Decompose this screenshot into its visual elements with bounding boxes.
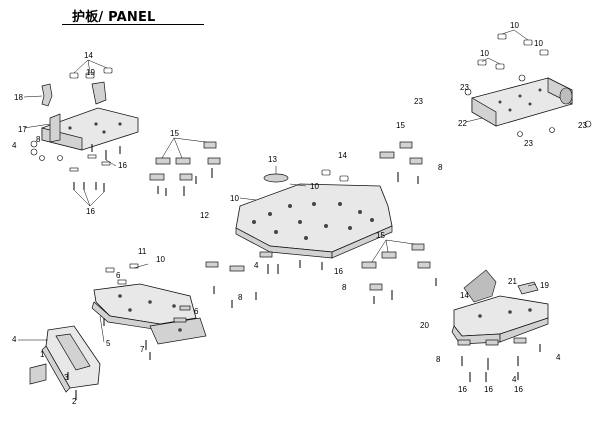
callout-4: 4 <box>512 375 517 384</box>
callout-14: 14 <box>460 291 469 300</box>
callout-10: 10 <box>310 182 319 191</box>
callout-14: 14 <box>84 51 93 60</box>
callout-10: 10 <box>534 39 543 48</box>
callout-2: 2 <box>72 397 77 406</box>
callout-13: 13 <box>268 155 277 164</box>
callout-3: 3 <box>64 373 69 382</box>
callout-10: 10 <box>510 21 519 30</box>
callout-21: 21 <box>508 277 517 286</box>
callout-16: 16 <box>86 207 95 216</box>
callout-16: 16 <box>484 385 493 394</box>
callout-4: 4 <box>556 353 561 362</box>
callout-labels: 14 19 18 17 4 8 16 16 15 12 13 14 10 10 … <box>12 21 587 406</box>
assembly-rear-rack <box>464 29 592 137</box>
assembly-brackets-15 <box>149 137 221 196</box>
callout-23: 23 <box>524 139 533 148</box>
assembly-front-bracket <box>23 59 139 207</box>
assembly-front-guard <box>18 263 207 400</box>
callout-12: 12 <box>200 211 209 220</box>
callout-16: 16 <box>334 267 343 276</box>
callout-16: 16 <box>514 385 523 394</box>
callout-15: 15 <box>396 121 405 130</box>
callout-4: 4 <box>254 261 259 270</box>
callout-1: 1 <box>40 350 45 359</box>
callout-19: 19 <box>86 68 95 77</box>
callout-20: 20 <box>420 321 429 330</box>
callout-4: 4 <box>12 141 17 150</box>
callout-10: 10 <box>230 194 239 203</box>
callout-4: 4 <box>12 335 17 344</box>
title-underline <box>62 24 204 25</box>
callout-19: 19 <box>540 281 549 290</box>
callout-22: 22 <box>458 119 467 128</box>
callout-23: 23 <box>414 97 423 106</box>
callout-7: 7 <box>140 345 145 354</box>
callout-23: 23 <box>578 121 587 130</box>
callout-10: 10 <box>480 49 489 58</box>
callout-15: 15 <box>376 231 385 240</box>
callout-17: 17 <box>18 125 27 134</box>
callout-15: 15 <box>170 129 179 138</box>
callout-16: 16 <box>118 161 127 170</box>
diagram-title: 护板/ PANEL <box>72 10 156 25</box>
assembly-hardware-center <box>205 251 323 308</box>
callout-8: 8 <box>36 135 41 144</box>
callout-5: 5 <box>106 339 111 348</box>
callout-8: 8 <box>342 283 347 292</box>
callout-10: 10 <box>156 255 165 264</box>
callout-18: 18 <box>14 93 23 102</box>
callout-16: 16 <box>458 385 467 394</box>
assembly-skid-plate <box>235 166 393 259</box>
callout-11: 11 <box>138 247 147 256</box>
assembly-rear-guard <box>451 269 549 382</box>
assembly-brackets-15-right <box>361 141 437 304</box>
callout-23: 23 <box>460 83 469 92</box>
callout-14: 14 <box>338 151 347 160</box>
callout-8: 8 <box>436 355 441 364</box>
callout-6: 6 <box>116 271 121 280</box>
callout-8: 8 <box>438 163 443 172</box>
callout-8: 8 <box>238 293 243 302</box>
callout-6: 6 <box>194 307 199 316</box>
